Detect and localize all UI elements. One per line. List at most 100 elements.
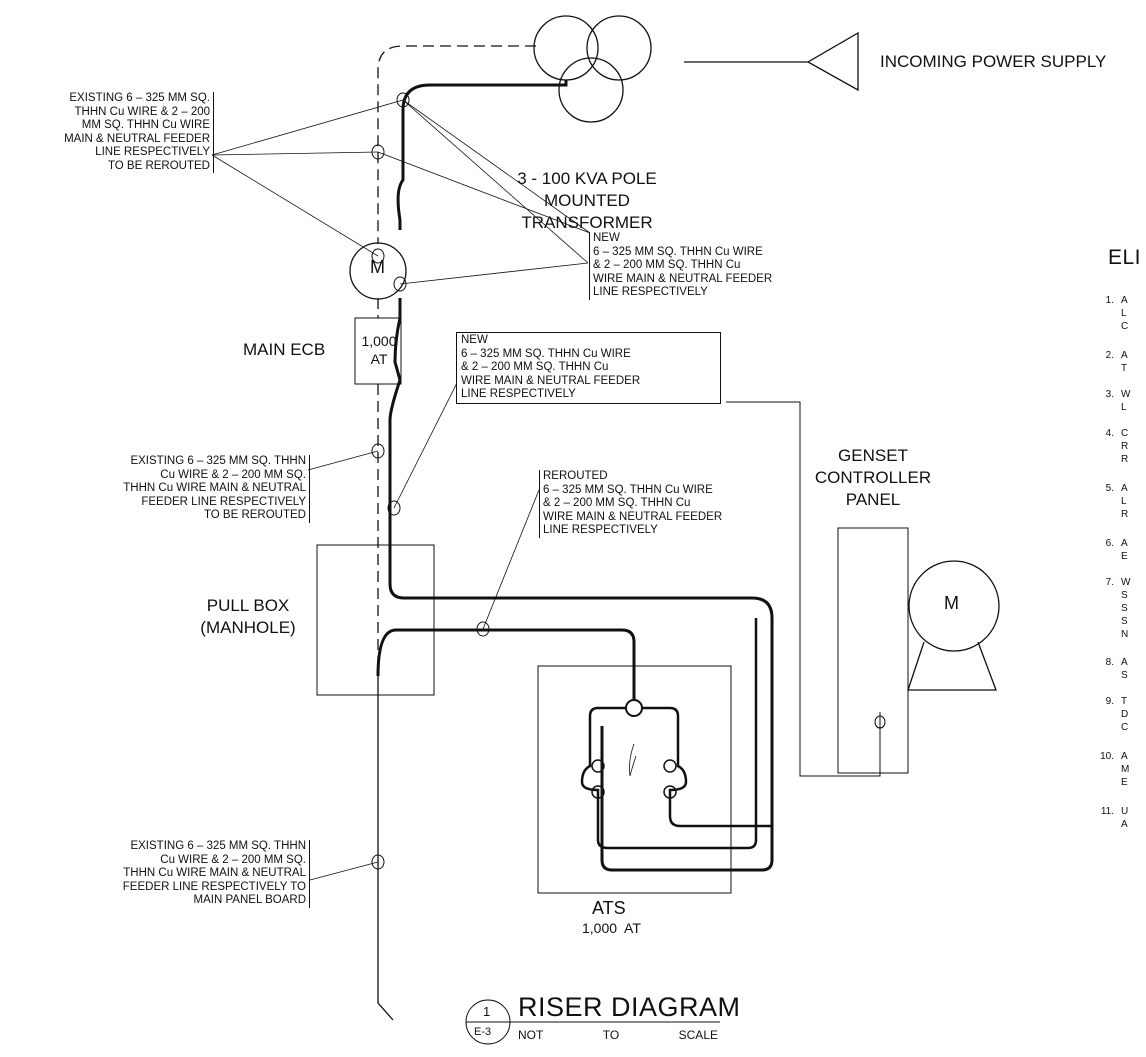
general-note-line: T <box>1121 363 1128 374</box>
existing-feeder-note-bottom: EXISTING 6 – 325 MM SQ. THHN Cu WIRE & 2… <box>58 840 310 908</box>
incoming-supply-symbol <box>806 31 859 92</box>
existing-feeder-note-mid: EXISTING 6 – 325 MM SQ. THHN Cu WIRE & 2… <box>58 455 310 523</box>
incoming-power-label: INCOMING POWER SUPPLY <box>880 52 1107 71</box>
new-feeder-note-mid: NEW 6 – 325 MM SQ. THHN Cu WIRE & 2 – 20… <box>456 332 721 404</box>
general-note-line: R <box>1121 441 1129 452</box>
general-note-line: R <box>1121 454 1129 465</box>
leader-line <box>307 450 379 471</box>
genset-meter-symbol: M <box>944 593 959 613</box>
general-note-number: 1. <box>1105 295 1114 306</box>
cable-tag <box>387 500 401 516</box>
genset-stand <box>907 641 997 691</box>
ats-contact-left-bottom <box>591 785 605 799</box>
utility-meter <box>349 242 407 300</box>
general-note-line: A <box>1121 538 1128 549</box>
scale-word-to: TO <box>602 1028 620 1042</box>
cable-tag <box>371 443 385 459</box>
general-note-line: S <box>1121 616 1128 627</box>
rerouted-feeder-note: REROUTED 6 – 325 MM SQ. THHN Cu WIRE & 2… <box>539 470 722 538</box>
genset-controller-box <box>837 527 909 774</box>
ats-common-terminal <box>625 699 643 717</box>
leader-line <box>399 262 589 285</box>
new-feeder-line <box>396 80 568 230</box>
general-note-line: T <box>1121 696 1128 707</box>
general-note-line: L <box>1121 402 1127 413</box>
genset-feeder <box>726 401 881 777</box>
main-ecb-label: MAIN ECB <box>243 340 326 359</box>
leader-line <box>377 151 591 234</box>
new-feeder-note-top: NEW 6 – 325 MM SQ. THHN Cu WIRE & 2 – 20… <box>589 232 772 300</box>
genset-meter <box>908 560 1000 652</box>
general-note-number: 8. <box>1105 657 1114 668</box>
general-note-line: A <box>1121 657 1128 668</box>
leader-line <box>211 154 379 257</box>
general-note-line: A <box>1121 483 1128 494</box>
pull-box-label: PULL BOX (MANHOLE) <box>200 596 296 637</box>
general-note-line: D <box>1121 709 1129 720</box>
ats-rating: 1,000 AT <box>582 920 641 936</box>
cable-tag <box>396 92 410 108</box>
main-ecb-box <box>354 317 402 385</box>
general-notes-heading: ELI <box>1108 246 1142 269</box>
ats-switch-left <box>580 618 758 850</box>
existing-feeder-line <box>377 45 536 244</box>
scale-note: NOT TO SCALE <box>518 1028 718 1042</box>
ats-label: ATS <box>592 898 626 918</box>
leader-line <box>482 489 540 630</box>
cable-tag <box>371 854 385 870</box>
general-note-line: S <box>1121 603 1128 614</box>
general-note-line: S <box>1121 670 1128 681</box>
leader-line <box>393 372 463 509</box>
transformer-coil-2 <box>586 15 652 81</box>
rerouted-feeder <box>376 628 636 700</box>
general-note-number: 10. <box>1100 751 1114 762</box>
ats-switch-right <box>642 706 772 828</box>
general-note-line: U <box>1121 806 1129 817</box>
new-feeder-to-genset <box>388 583 774 872</box>
feeder-to-main-panel <box>377 676 394 1021</box>
general-note-number: 9. <box>1105 696 1114 707</box>
general-note-number: 2. <box>1105 350 1114 361</box>
general-note-line: S <box>1121 590 1128 601</box>
existing-feeder-note-top: EXISTING 6 – 325 MM SQ. THHN Cu WIRE & 2… <box>8 92 214 173</box>
detail-number: 1 <box>483 1004 491 1019</box>
general-note-line: L <box>1121 496 1127 507</box>
leader-line <box>402 99 589 264</box>
utility-meter-symbol: M <box>370 257 385 277</box>
general-note-line: W <box>1121 577 1131 588</box>
scale-word-not: NOT <box>518 1028 544 1042</box>
ats-contact-left-top <box>591 759 605 773</box>
general-note-line: C <box>1121 428 1129 439</box>
general-note-line: N <box>1121 629 1129 640</box>
new-feeder-line-2 <box>388 298 402 584</box>
leader-line <box>309 861 379 881</box>
general-note-line: C <box>1121 321 1129 332</box>
general-note-line: A <box>1121 295 1128 306</box>
general-note-line: A <box>1121 751 1128 762</box>
general-note-line: W <box>1121 389 1131 400</box>
ats-contact-right-top <box>663 759 677 773</box>
leader-line <box>402 99 591 234</box>
genset-controller-label: GENSET CONTROLLER PANEL <box>814 446 932 509</box>
general-note-line: A <box>1121 819 1128 830</box>
riser-diagram-title: RISER DIAGRAM <box>518 992 741 1022</box>
transformer-label: 3 - 100 KVA POLE MOUNTED TRANSFORMER <box>517 169 657 232</box>
general-note-line: R <box>1121 509 1129 520</box>
ats-enclosure <box>537 665 732 894</box>
main-ecb-rating: 1,000 AT <box>361 333 397 367</box>
sheet-reference: E-3 <box>474 1026 492 1038</box>
general-note-number: 5. <box>1105 483 1114 494</box>
